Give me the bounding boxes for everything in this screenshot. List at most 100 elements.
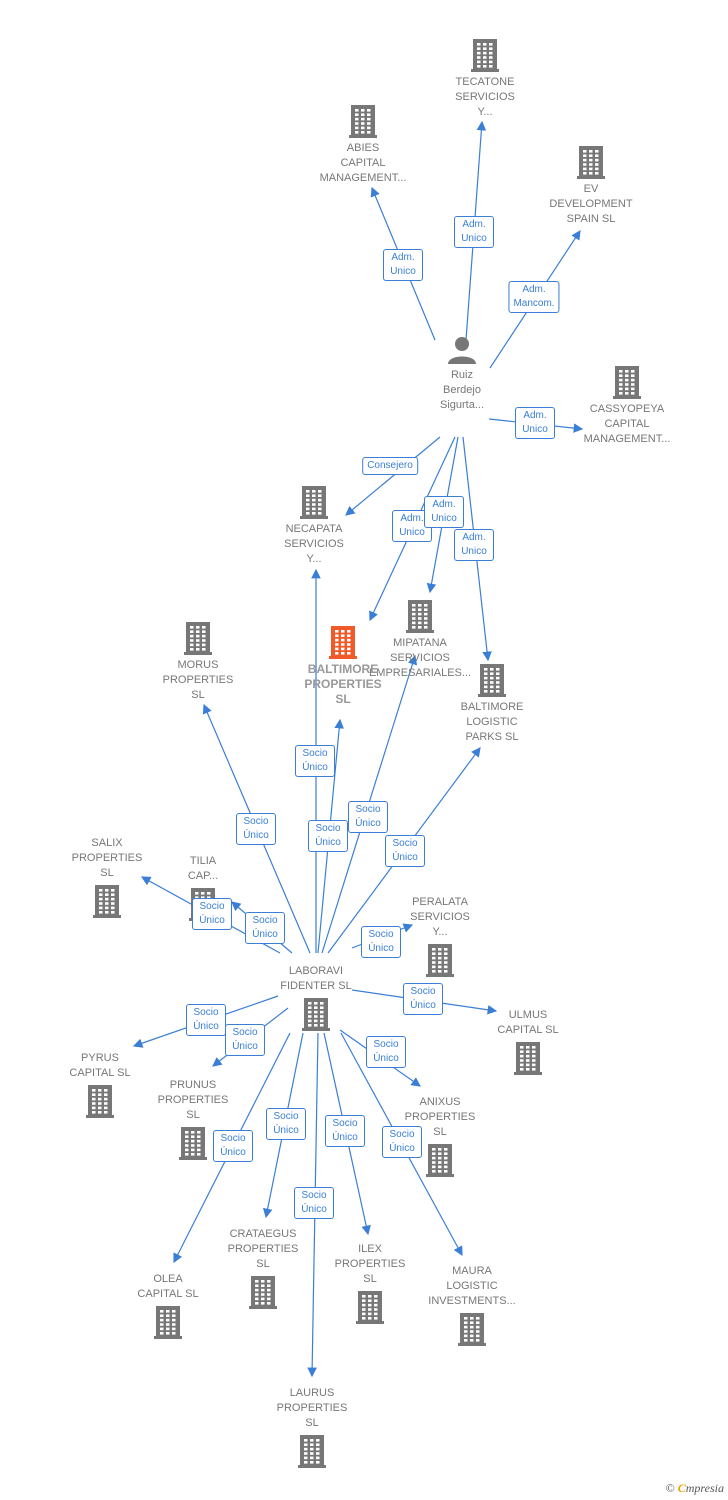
node-label: PRUNUS PROPERTIES SL: [157, 1079, 229, 1121]
building-icon: [283, 624, 403, 660]
building-icon: [514, 1042, 542, 1075]
building-icon: [432, 662, 552, 698]
building-icon: [300, 486, 328, 519]
copyright-symbol: ©: [665, 1481, 675, 1495]
building-icon: [256, 996, 376, 1032]
building-icon: [184, 622, 212, 655]
edge-label[interactable]: Adm. Unico: [383, 249, 423, 281]
edge-label[interactable]: Socio Único: [294, 1187, 334, 1219]
node-label: SALIX PROPERTIES SL: [71, 837, 143, 879]
edge-label[interactable]: Socio Único: [266, 1108, 306, 1140]
node-label: MIPATANA SERVICIOS EMPRESARIALES...: [368, 637, 472, 679]
edge-label[interactable]: Socio Único: [245, 912, 285, 944]
node-label: ABIES CAPITAL MANAGEMENT...: [319, 142, 407, 184]
edge-label[interactable]: Socio Único: [213, 1130, 253, 1162]
node-label: MAURA LOGISTIC INVESTMENTS...: [428, 1265, 516, 1307]
edge-label[interactable]: Socio Único: [348, 801, 388, 833]
edge-label[interactable]: Socio Único: [403, 983, 443, 1015]
building-icon: [254, 484, 374, 520]
node-cassyopeya[interactable]: CASSYOPEYA CAPITAL MANAGEMENT...: [567, 364, 687, 447]
edge-label[interactable]: Adm. Unico: [424, 496, 464, 528]
building-icon: [380, 1142, 500, 1178]
edge-label[interactable]: Socio Único: [225, 1024, 265, 1056]
building-icon: [47, 883, 167, 919]
node-laboravi[interactable]: LABORAVI FIDENTER SL: [256, 964, 376, 1032]
node-label: TECATONE SERVICIOS Y...: [455, 76, 515, 118]
building-icon: [108, 1304, 228, 1340]
node-salix[interactable]: SALIX PROPERTIES SL: [47, 836, 167, 919]
node-label: LAURUS PROPERTIES SL: [276, 1387, 348, 1429]
node-label: ANIXUS PROPERTIES SL: [404, 1096, 476, 1138]
edge-label[interactable]: Socio Único: [192, 898, 232, 930]
node-label: EV DEVELOPMENT SPAIN SL: [549, 183, 633, 225]
building-icon: [567, 364, 687, 400]
node-label: NECAPATA SERVICIOS Y...: [284, 523, 344, 565]
node-tecatone[interactable]: TECATONE SERVICIOS Y...: [425, 37, 545, 120]
node-label: LABORAVI FIDENTER SL: [280, 965, 352, 992]
edge-label[interactable]: Adm. Mancom.: [508, 281, 560, 313]
building-icon: [249, 1276, 277, 1309]
empresia-footer: © Cmpresia: [666, 1481, 724, 1496]
building-icon: [412, 1311, 532, 1347]
building-icon: [138, 620, 258, 656]
node-label: BALTIMORE LOGISTIC PARKS SL: [460, 701, 524, 743]
node-mipatana[interactable]: MIPATANA SERVICIOS EMPRESARIALES...: [360, 598, 480, 681]
node-label: Ruiz Berdejo Sigurta...: [439, 369, 485, 411]
edge-label[interactable]: Adm. Unico: [454, 216, 494, 248]
building-icon: [531, 144, 651, 180]
building-icon: [426, 944, 454, 977]
person-icon: [402, 334, 522, 366]
edge-label[interactable]: Adm. Unico: [454, 529, 494, 561]
node-label: PYRUS CAPITAL SL: [69, 1052, 131, 1079]
node-morus[interactable]: MORUS PROPERTIES SL: [138, 620, 258, 703]
node-label: PERALATA SERVICIOS Y...: [410, 896, 470, 938]
edge-label[interactable]: Socio Único: [186, 1004, 226, 1036]
edge-label[interactable]: Socio Único: [325, 1115, 365, 1147]
edge-label[interactable]: Socio Único: [366, 1036, 406, 1068]
edge-label[interactable]: Socio Único: [385, 835, 425, 867]
building-icon: [303, 103, 423, 139]
node-label: OLEA CAPITAL SL: [137, 1273, 199, 1300]
node-label: CRATAEGUS PROPERTIES SL: [227, 1228, 299, 1270]
edge-label[interactable]: Socio Único: [308, 820, 348, 852]
building-icon: [613, 366, 641, 399]
empresia-logo: Cmpresia: [677, 1481, 724, 1495]
node-anixus[interactable]: ANIXUS PROPERTIES SL: [380, 1095, 500, 1178]
building-icon: [298, 1435, 326, 1468]
building-icon: [86, 1085, 114, 1118]
node-label: ILEX PROPERTIES SL: [334, 1243, 406, 1285]
node-baltimore_logistic[interactable]: BALTIMORE LOGISTIC PARKS SL: [432, 662, 552, 745]
edge-label[interactable]: Adm. Unico: [515, 407, 555, 439]
building-icon: [93, 885, 121, 918]
node-ev[interactable]: EV DEVELOPMENT SPAIN SL: [531, 144, 651, 227]
building-icon: [478, 664, 506, 697]
building-icon: [179, 1127, 207, 1160]
building-icon: [406, 600, 434, 633]
node-maura[interactable]: MAURA LOGISTIC INVESTMENTS...: [412, 1264, 532, 1347]
node-necapata[interactable]: NECAPATA SERVICIOS Y...: [254, 484, 374, 567]
building-icon: [426, 1144, 454, 1177]
node-ilex[interactable]: ILEX PROPERTIES SL: [310, 1242, 430, 1325]
node-pyrus[interactable]: PYRUS CAPITAL SL: [40, 1051, 160, 1119]
edge-label[interactable]: Consejero: [362, 457, 418, 475]
building-icon: [380, 942, 500, 978]
edge-label[interactable]: Socio Único: [361, 926, 401, 958]
edge-label[interactable]: Socio Único: [236, 813, 276, 845]
node-prunus[interactable]: PRUNUS PROPERTIES SL: [133, 1078, 253, 1161]
node-abies[interactable]: ABIES CAPITAL MANAGEMENT...: [303, 103, 423, 186]
node-laurus[interactable]: LAURUS PROPERTIES SL: [252, 1386, 372, 1469]
edge-label[interactable]: Socio Único: [382, 1126, 422, 1158]
node-ulmus[interactable]: ULMUS CAPITAL SL: [468, 1008, 588, 1076]
node-peralata[interactable]: PERALATA SERVICIOS Y...: [380, 895, 500, 978]
building-icon: [302, 998, 330, 1031]
node-baltimore[interactable]: BALTIMORE PROPERTIES SL: [283, 624, 403, 707]
building-icon: [203, 1274, 323, 1310]
building-icon: [577, 146, 605, 179]
node-crataegus[interactable]: CRATAEGUS PROPERTIES SL: [203, 1227, 323, 1310]
node-ruiz[interactable]: Ruiz Berdejo Sigurta...: [402, 334, 522, 413]
node-label: BALTIMORE PROPERTIES SL: [304, 662, 382, 706]
edge-label[interactable]: Socio Único: [295, 745, 335, 777]
building-icon: [458, 1313, 486, 1346]
node-olea[interactable]: OLEA CAPITAL SL: [108, 1272, 228, 1340]
node-label: CASSYOPEYA CAPITAL MANAGEMENT...: [583, 403, 671, 445]
